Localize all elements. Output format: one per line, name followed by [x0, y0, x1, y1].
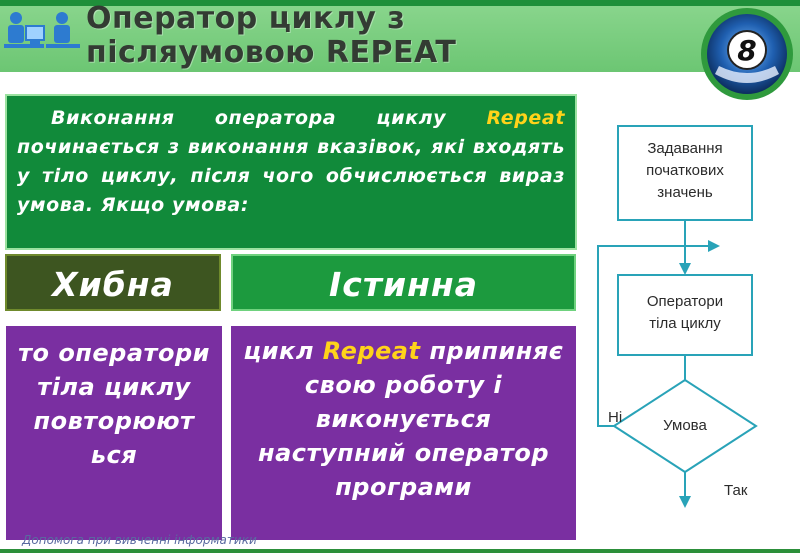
badge-number: 8 [737, 34, 756, 67]
arrowhead-body [679, 263, 691, 275]
footer-caption: Допомога при вивченні інформатики [22, 533, 257, 547]
intro-paragraph: Виконання оператора циклу Repeat починає… [5, 94, 577, 250]
arrowhead-loop [708, 240, 720, 252]
grade-badge-icon: 8 [701, 8, 793, 100]
header-band [0, 0, 800, 72]
body-block-label: Оператори тіла циклу [646, 293, 724, 332]
intro-text-start: Виконання оператора циклу [51, 107, 487, 129]
intro-text-end: починається з виконання вказівок, які вх… [17, 136, 565, 216]
footer-bar [0, 549, 800, 553]
true-outcome-box: цикл Repeat припиняє свою роботу і викон… [231, 326, 576, 540]
condition-label: Умова [663, 417, 707, 434]
yes-label: Так [724, 482, 748, 499]
true-outcome-keyword: Repeat [322, 337, 421, 365]
students-at-computer-icon [4, 12, 80, 48]
init-block-label: Задавання початкових значень [646, 140, 724, 201]
loop-back-arrow [597, 245, 708, 427]
true-branch-tile: Істинна [231, 254, 576, 311]
arrowhead-exit [679, 496, 691, 508]
flowchart: Задавання початкових значень Оператори т… [588, 118, 800, 508]
true-outcome-prefix: цикл [243, 337, 323, 365]
body-block [617, 274, 753, 356]
header-stripe [0, 0, 800, 6]
page-title: Оператор циклу з післяумовою REPEAT [86, 1, 457, 70]
intro-keyword: Repeat [486, 107, 565, 129]
true-outcome-suffix: припиняє свою роботу і виконується насту… [257, 337, 564, 501]
false-branch-tile: Хибна [5, 254, 221, 311]
false-outcome-box: то оператори тіла циклу повторюют ься [6, 326, 222, 540]
flowchart-shapes [597, 125, 758, 508]
no-label: Ні [608, 409, 623, 426]
